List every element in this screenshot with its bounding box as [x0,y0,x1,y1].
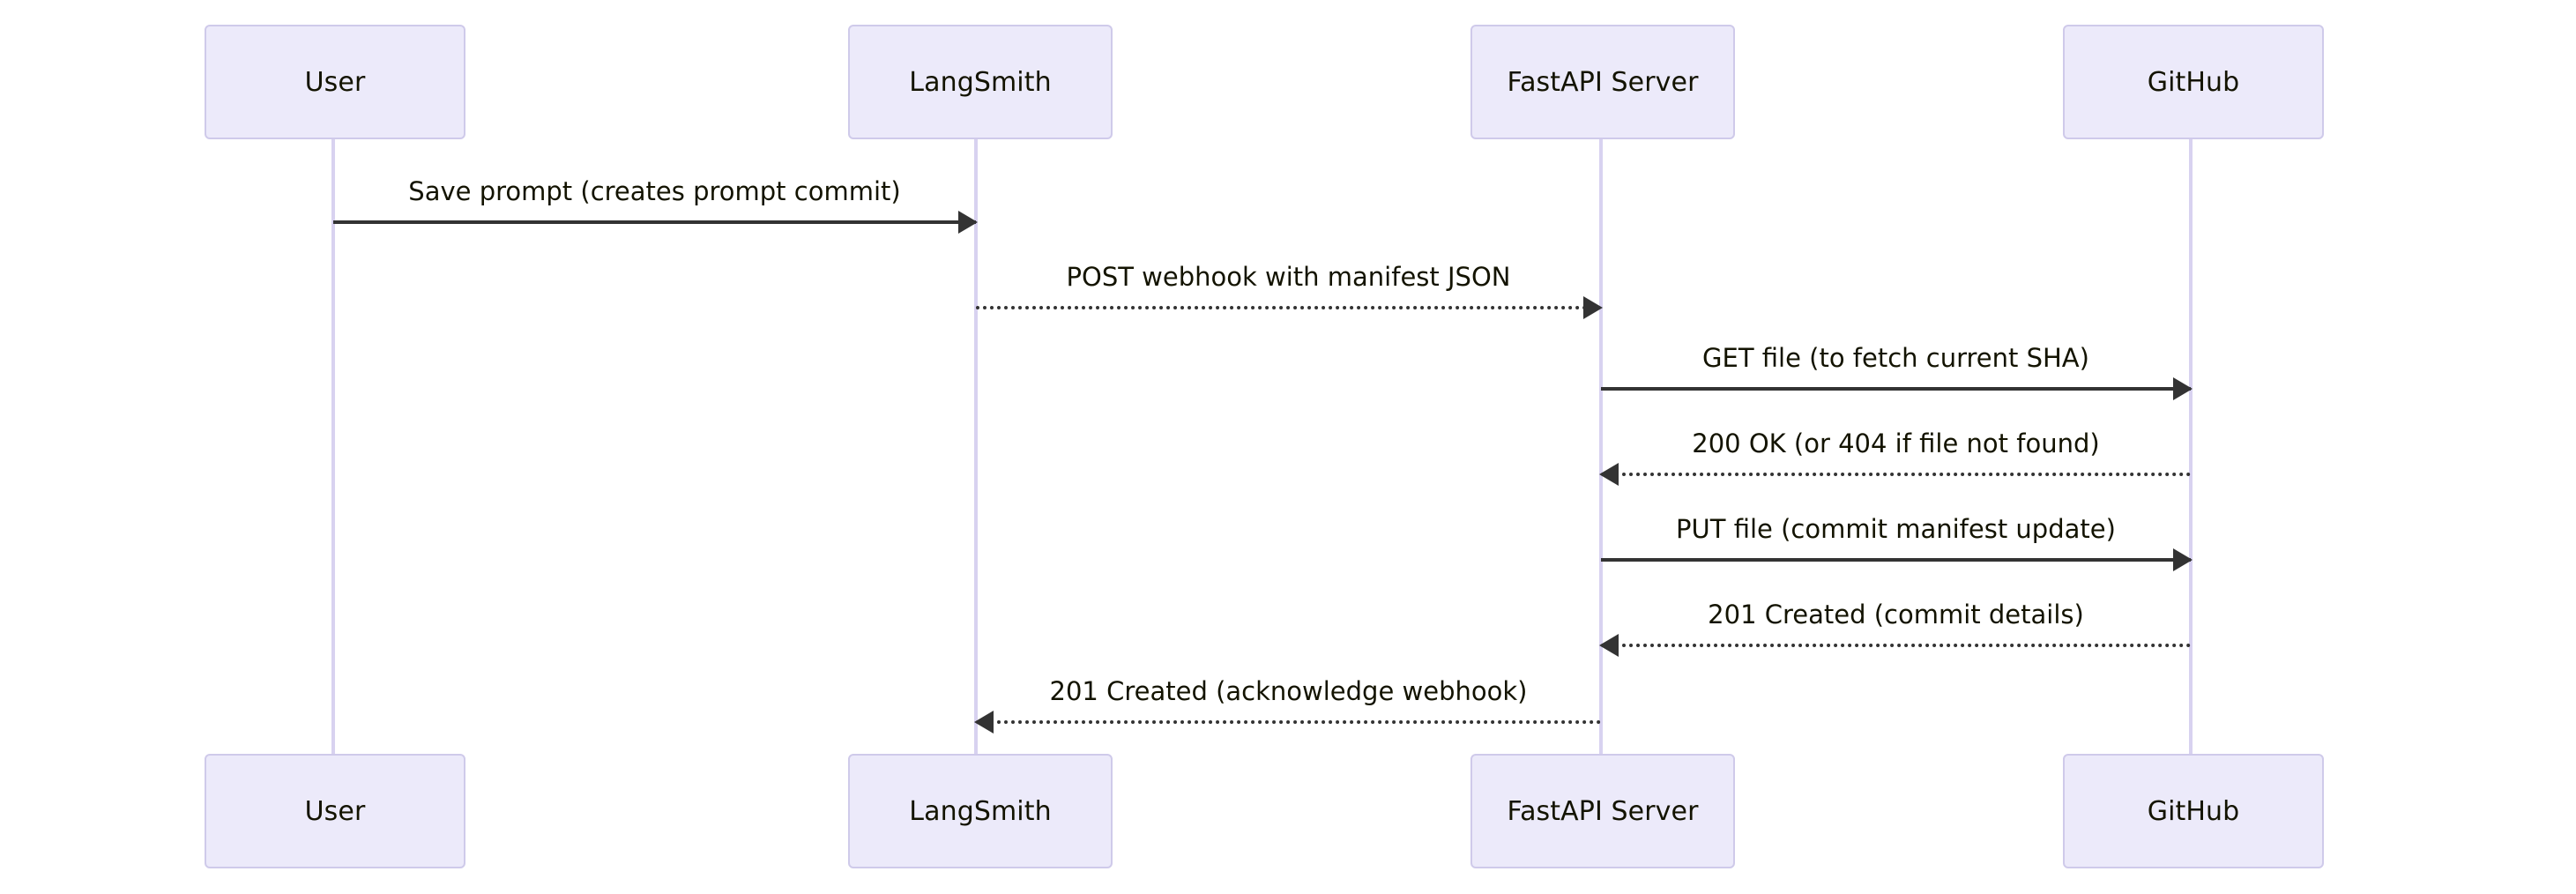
participant-box-top-user[interactable]: User [205,25,465,139]
message-7-line [976,720,1601,724]
participant-box-top-fastapi[interactable]: FastAPI Server [1470,25,1735,139]
lifeline-langsmith [974,139,978,754]
arrowhead-right-icon [2173,548,2193,571]
lifeline-user [331,139,335,754]
message-5-line [1601,558,2191,562]
participant-box-bottom-user[interactable]: User [205,754,465,868]
message-2-line [976,306,1601,309]
participant-box-top-github[interactable]: GitHub [2063,25,2324,139]
participant-label-fastapi-bottom: FastAPI Server [1507,795,1699,827]
message-4-label: 200 OK (or 404 if file not found) [1692,428,2100,458]
message-4-line [1601,473,2191,476]
participant-label-github-top: GitHub [2147,66,2240,98]
message-3-line [1601,387,2191,391]
message-2-label: POST webhook with manifest JSON [1066,262,1511,292]
participant-box-top-langsmith[interactable]: LangSmith [848,25,1113,139]
arrowhead-left-icon [1599,634,1619,657]
participant-label-langsmith-top: LangSmith [909,66,1052,98]
participant-box-bottom-github[interactable]: GitHub [2063,754,2324,868]
lifeline-github [2189,139,2193,754]
participant-box-bottom-fastapi[interactable]: FastAPI Server [1470,754,1735,868]
message-7-label: 201 Created (acknowledge webhook) [1049,676,1528,706]
participant-label-user-bottom: User [304,795,366,827]
arrowhead-left-icon [974,711,994,734]
message-3-label: GET file (to fetch current SHA) [1702,343,2089,373]
arrowhead-left-icon [1599,463,1619,486]
arrowhead-right-icon [958,211,978,234]
participant-label-langsmith-bottom: LangSmith [909,795,1052,827]
message-1-label: Save prompt (creates prompt commit) [408,176,901,206]
participant-box-bottom-langsmith[interactable]: LangSmith [848,754,1113,868]
message-6-line [1601,644,2191,647]
message-6-label: 201 Created (commit details) [1708,600,2084,630]
message-1-line [333,220,976,224]
arrowhead-right-icon [2173,377,2193,400]
lifeline-fastapi [1599,139,1603,754]
participant-label-fastapi-top: FastAPI Server [1507,66,1699,98]
participant-label-github-bottom: GitHub [2147,795,2240,827]
message-5-label: PUT file (commit manifest update) [1676,514,2116,544]
arrowhead-right-icon [1583,296,1603,319]
participant-label-user-top: User [304,66,366,98]
